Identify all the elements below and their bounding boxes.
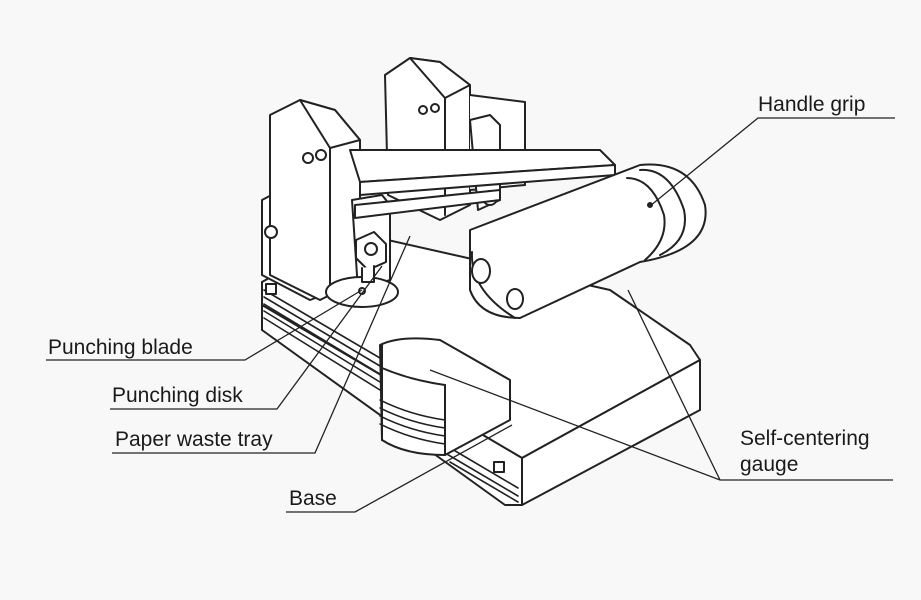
punching-disk-plate <box>325 276 399 308</box>
self-centering-gauge-block <box>379 337 511 456</box>
front-frame <box>261 99 391 301</box>
leader-self-centering-2 <box>627 289 721 481</box>
leader-punching-blade <box>46 289 363 361</box>
leader-paper-waste-tray <box>112 235 411 454</box>
label-self-centering-line1: Self-centering <box>740 427 870 450</box>
handle-grip-cylinder <box>469 163 707 319</box>
label-self-centering-line2: gauge <box>740 453 799 476</box>
label-paper-waste-tray: Paper waste tray <box>115 428 273 451</box>
punching-blade <box>355 231 387 283</box>
label-handle-grip: Handle grip <box>758 93 866 116</box>
leader-handle-grip <box>649 117 895 207</box>
guide-rails <box>349 149 616 219</box>
label-punching-disk: Punching disk <box>112 384 243 407</box>
base-end-tabs <box>265 283 505 473</box>
leader-base <box>286 424 513 513</box>
label-punching-blade: Punching blade <box>48 336 193 359</box>
leader-lines <box>46 117 895 513</box>
label-base: Base <box>289 487 337 510</box>
leader-punching-disk <box>110 265 383 410</box>
